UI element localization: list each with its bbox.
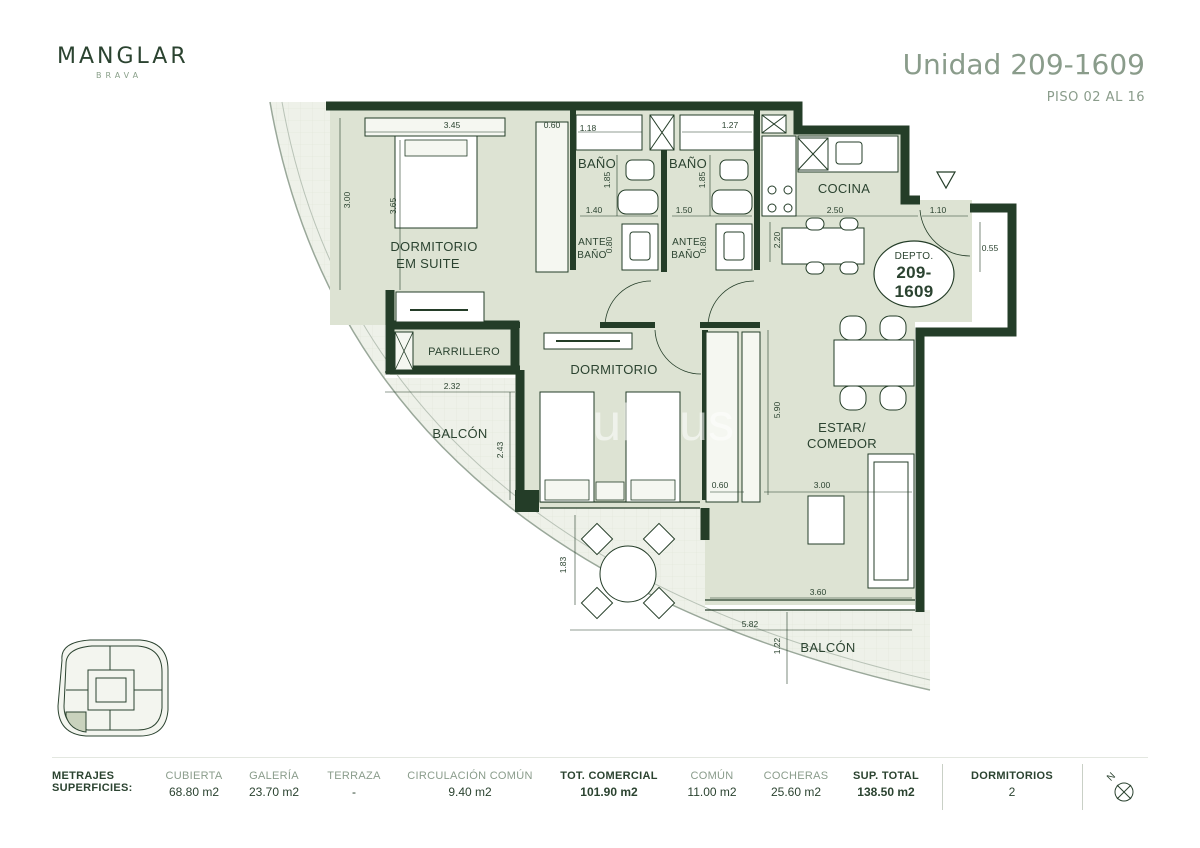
- footer-surfaces: METRAJES SUPERFICIES: CUBIERTA 68.80 m2 …: [52, 757, 1148, 818]
- dim-060a: 0.60: [544, 120, 561, 130]
- room-living-line1: ESTAR/: [818, 420, 866, 435]
- room-living-line2: COMEDOR: [807, 436, 877, 451]
- room-bath-2: BAÑO: [669, 156, 707, 171]
- walls: [326, 101, 1017, 612]
- dim-250: 2.50: [827, 205, 844, 215]
- footer-label: COMÚN: [690, 770, 734, 782]
- dim-118: 1.18: [580, 123, 597, 133]
- watermark: uruhaus: [546, 394, 734, 452]
- dim-232: 2.32: [444, 381, 461, 391]
- dim-300v: 3.00: [342, 191, 352, 208]
- room-ante-2b: BAÑO: [671, 248, 701, 261]
- room-kitchen: COCINA: [818, 181, 870, 196]
- dim-220: 2.20: [772, 231, 782, 248]
- unit-title: Unidad 209-1609: [902, 48, 1145, 81]
- footer-col-tot-comercial: TOT. COMERCIAL 101.90 m2: [556, 770, 662, 799]
- dim-582: 5.82: [742, 619, 759, 629]
- footer-label: DORMITORIOS: [971, 770, 1053, 782]
- brand-logo-sub: BRAVA: [96, 71, 143, 80]
- footer-value: 2: [1008, 785, 1016, 799]
- footer-label: CIRCULACIÓN COMÚN: [407, 770, 533, 782]
- dim-345: 3.45: [444, 120, 461, 130]
- dim-183: 1.83: [558, 556, 568, 573]
- unit-floors: PISO 02 AL 16: [1046, 90, 1145, 105]
- dim-300h: 3.00: [814, 480, 831, 490]
- footer-col-sup-total: SUP. TOTAL 138.50 m2: [848, 770, 924, 799]
- room-bbq: PARRILLERO: [428, 346, 500, 358]
- room-suite-line1: DORMITORIO: [390, 239, 477, 254]
- dim-365: 3.65: [388, 197, 398, 214]
- dim-185a: 1.85: [602, 171, 612, 188]
- footer-value: 23.70 m2: [248, 785, 300, 799]
- room-ante-1b: BAÑO: [577, 248, 607, 261]
- brand-logo-name: MANGLAR: [57, 44, 189, 69]
- footer-value: 9.40 m2: [448, 785, 492, 799]
- dim-122: 1.22: [772, 637, 782, 654]
- room-ante-1a: ANTE: [578, 237, 606, 248]
- balcony-edge: [269, 101, 931, 691]
- footer-col-terraza: TERRAZA -: [322, 770, 386, 799]
- dim-060b: 0.60: [712, 480, 729, 490]
- badge-line2: 209-: [896, 263, 931, 282]
- footer-col-circulacion: CIRCULACIÓN COMÚN 9.40 m2: [402, 770, 538, 799]
- floor-plan: DEPTO. 209- 1609 uruhaus DORMITORIO EM S…: [57, 101, 1017, 737]
- dim-110: 1.10: [930, 205, 947, 215]
- footer-value: 25.60 m2: [770, 785, 822, 799]
- dim-080a: 0.80: [604, 236, 614, 253]
- balcony-edge-inner: [281, 101, 931, 681]
- footer-label: COCHERAS: [763, 770, 829, 782]
- compass-icon: N: [1104, 770, 1138, 804]
- footer-label: SUP. TOTAL: [853, 770, 919, 782]
- footer-metrajes-1: METRAJES: [52, 770, 115, 782]
- footer-metrajes-2: SUPERFICIES:: [52, 782, 133, 794]
- footer-value: 138.50 m2: [857, 785, 915, 799]
- footer-col-cocheras: COCHERAS 25.60 m2: [758, 770, 834, 799]
- footer-value: 101.90 m2: [580, 785, 638, 799]
- dim-360: 3.60: [810, 587, 827, 597]
- footer-metrajes: METRAJES SUPERFICIES:: [52, 770, 133, 794]
- building-key-map: [57, 639, 169, 737]
- room-suite-line2: EM SUITE: [396, 256, 460, 271]
- dim-127: 1.27: [722, 120, 739, 130]
- room-bath-1: BAÑO: [578, 156, 616, 171]
- footer-label: CUBIERTA: [165, 770, 223, 782]
- room-ante-2a: ANTE: [672, 237, 700, 248]
- room-balcony-1: BALCÓN: [432, 426, 487, 441]
- footer-col-bedrooms: DORMITORIOS 2: [956, 770, 1068, 799]
- footer-divider: [942, 764, 943, 810]
- compass-north: N: [1105, 771, 1118, 784]
- room-bedroom: DORMITORIO: [570, 362, 657, 377]
- dim-140: 1.40: [586, 205, 603, 215]
- dim-150: 1.50: [676, 205, 693, 215]
- footer-value: 11.00 m2: [687, 785, 737, 799]
- footer-divider: [1082, 764, 1083, 810]
- badge-line1: DEPTO.: [895, 251, 934, 262]
- dim-590: 5.90: [772, 401, 782, 418]
- footer-label: TOT. COMERCIAL: [560, 770, 658, 782]
- room-balcony-2: BALCÓN: [800, 640, 855, 655]
- footer-label: GALERÍA: [249, 770, 299, 782]
- dim-080b: 0.80: [698, 236, 708, 253]
- footer-value: -: [352, 785, 356, 799]
- footer-col-cubierta: CUBIERTA 68.80 m2: [162, 770, 226, 799]
- badge-line3: 1609: [894, 282, 933, 301]
- balcony-area: [270, 102, 930, 690]
- dim-243: 2.43: [495, 441, 505, 458]
- footer-col-galeria: GALERÍA 23.70 m2: [242, 770, 306, 799]
- dim-185b: 1.85: [697, 171, 707, 188]
- footer-value: 68.80 m2: [168, 785, 220, 799]
- footer-label: TERRAZA: [327, 770, 381, 782]
- footer-col-comun: COMÚN 11.00 m2: [680, 770, 744, 799]
- dim-055: 0.55: [982, 243, 999, 253]
